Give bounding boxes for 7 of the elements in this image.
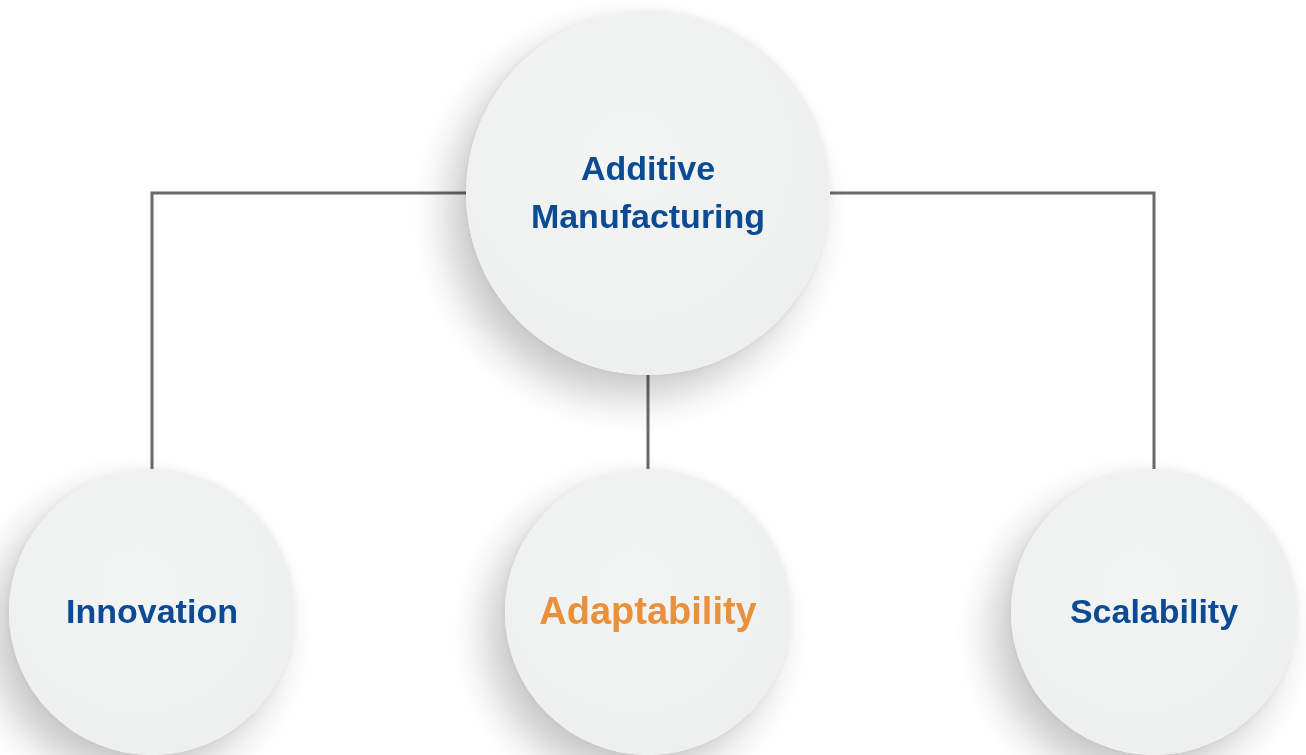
topic-label: Adaptability [539, 589, 757, 635]
connector-line [150, 191, 466, 469]
topic-label: Innovation [66, 591, 238, 633]
connector-line [646, 375, 650, 469]
topic-label: Scalability [1069, 591, 1239, 633]
topic-label: Additive Manufacturing [529, 148, 767, 237]
connector-line [830, 191, 1156, 469]
